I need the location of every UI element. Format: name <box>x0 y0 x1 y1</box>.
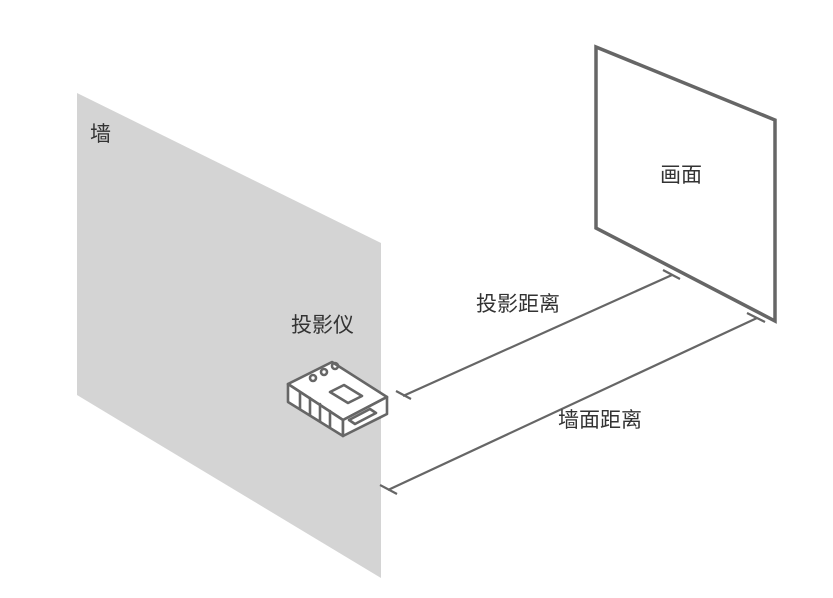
wall-distance-line <box>387 317 758 491</box>
screen-frame <box>594 44 777 324</box>
wall-label: 墙 <box>90 122 111 146</box>
throw-distance-label: 投影距离 <box>476 292 560 316</box>
projector-button-2 <box>319 367 329 377</box>
projector-button-3 <box>330 361 340 371</box>
throw-distance-tick-start <box>395 390 412 400</box>
projector-lens <box>347 407 378 426</box>
projector-icon <box>286 360 389 438</box>
wall-plane <box>77 93 381 578</box>
wall-distance-label: 墙面距离 <box>558 408 642 432</box>
projector-side-face <box>341 395 389 438</box>
throw-distance-dimension <box>395 269 681 400</box>
projector-top-panel <box>328 383 364 405</box>
wall-distance-tick-end <box>746 312 766 323</box>
throw-distance-tick-end <box>662 269 681 280</box>
throw-distance-line <box>402 273 673 398</box>
wall-distance-tick-start <box>379 484 398 495</box>
projector-button-1 <box>308 373 318 383</box>
wall-distance-dimension <box>379 312 766 495</box>
screen-label: 画面 <box>660 163 702 187</box>
projector-label: 投影仪 <box>291 313 354 337</box>
